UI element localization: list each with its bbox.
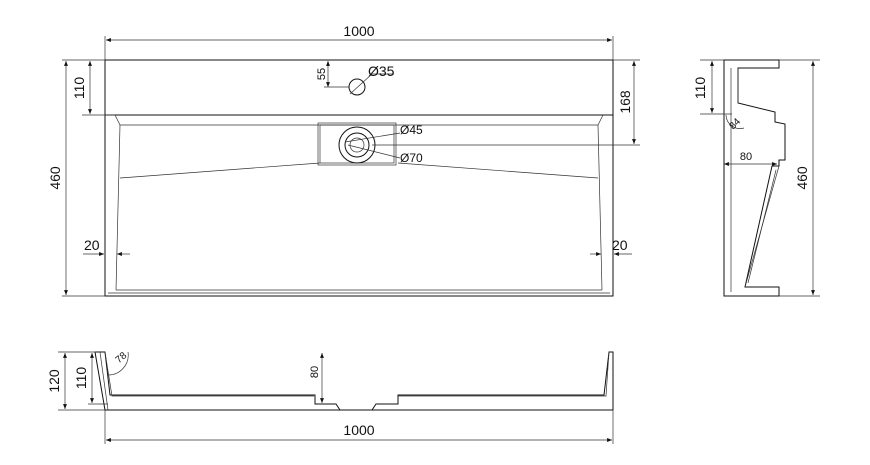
- side-angle-arc: [725, 114, 745, 129]
- slope-line-right: [397, 162, 599, 179]
- top-view-outline: [104, 59, 614, 297]
- side-view: 110 460 84 80: [692, 59, 820, 297]
- drain-outer-leader: [347, 144, 401, 159]
- top-view: 1000 460 110 168 55 Ø35 Ø45 Ø70 20 20: [47, 23, 640, 297]
- drain-outer-label: Ø70: [400, 151, 423, 165]
- front-drain-label: 80: [309, 366, 321, 378]
- front-total-height-label: 120: [46, 369, 62, 393]
- side-depth-label: 460: [794, 166, 810, 190]
- front-angle-label: 78: [114, 350, 130, 366]
- basin-left-wall: [115, 124, 121, 291]
- back-depth-label: 110: [71, 77, 87, 100]
- drain-inner-leader: [344, 132, 401, 143]
- drain-outer-circle: [338, 126, 376, 164]
- tap-hole-label: Ø35: [368, 63, 395, 79]
- side-drain-label: 80: [740, 151, 752, 163]
- drain-core-circle: [349, 137, 365, 153]
- drain-inner-circle: [344, 132, 370, 158]
- basin-right-wall: [597, 124, 603, 291]
- drain-box: [317, 122, 397, 166]
- front-view: 1000 120 110 78 80: [46, 350, 614, 444]
- drain-inner-label: Ø45: [400, 123, 423, 137]
- front-inner-height-label: 110: [73, 367, 89, 390]
- tap-offset-label: 55: [316, 68, 328, 80]
- width-label: 1000: [343, 23, 374, 39]
- basin-inner-top: [114, 114, 604, 126]
- slope-line-left: [119, 162, 321, 179]
- side-right-label: 20: [612, 237, 628, 253]
- side-left-label: 20: [84, 237, 100, 253]
- drain-offset-label: 168: [617, 90, 633, 114]
- side-back-height-label: 110: [692, 77, 708, 100]
- side-section-shape: [723, 59, 786, 297]
- depth-label: 460: [47, 166, 63, 190]
- tap-leader: [349, 73, 373, 95]
- front-section-shape: [94, 351, 614, 411]
- side-angle-label: 84: [727, 116, 743, 132]
- front-width-label: 1000: [343, 422, 374, 438]
- front-angle-arc: [107, 351, 129, 376]
